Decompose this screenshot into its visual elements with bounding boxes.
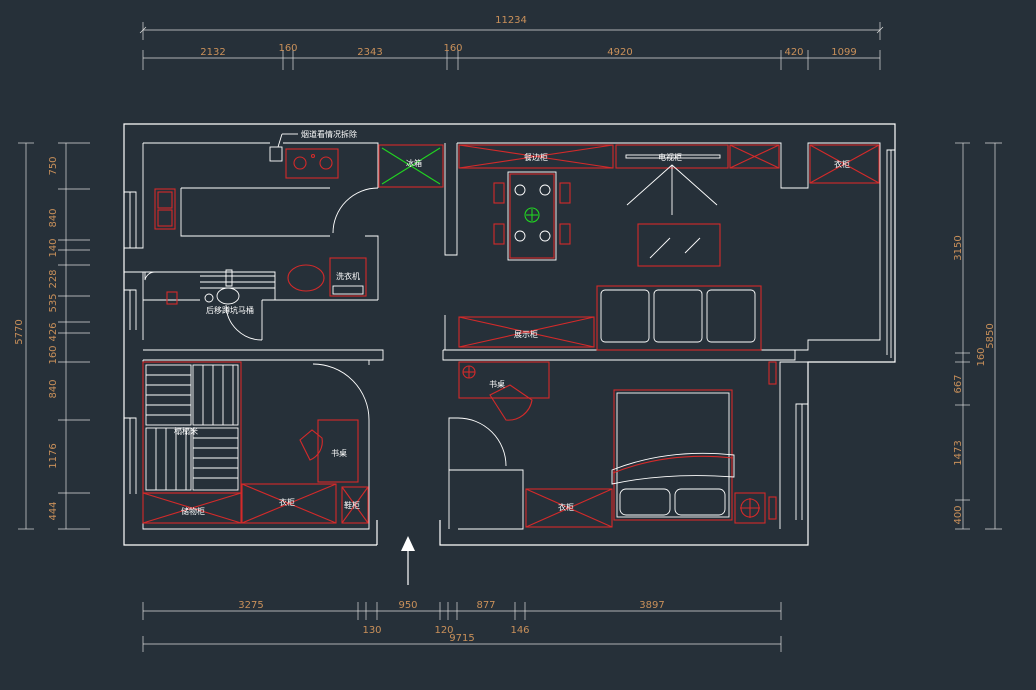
coffee-table [637,223,721,267]
toilet-note: 后移蹲坑马桶 [206,305,254,315]
dim-left-seg-1: 750 [48,156,59,175]
desk-right-box [458,361,550,399]
dim-top-seg-1: 2132 [200,47,225,58]
shoe-cabinet-box [341,486,369,524]
washer-box [329,257,367,297]
dim-right-seg-5: 400 [953,505,964,524]
dim-right-seg-4: 1473 [953,440,964,465]
dimension-lines [18,22,1002,652]
flue-note: 烟道看情况拆除 [301,129,357,139]
bathroom-basin [287,264,325,292]
desk-left-box [317,419,359,483]
storage-cabinet-label: 储物柜 [181,506,205,516]
room-labels: 烟道看情况拆除 冰箱 餐边柜 电视柜 衣柜 洗衣机 后移蹲坑马桶 展示柜 书桌 … [174,129,850,516]
dining-table [507,171,557,261]
dim-left-seg-3: 140 [48,238,59,257]
dim-bottom-seg-4: 3897 [639,600,664,611]
dim-top-seg-3: 2343 [357,47,382,58]
sofa [596,285,762,351]
stove [285,148,339,179]
dim-right-total: 5850 [985,323,996,348]
wardrobe-top-right-box [809,144,880,184]
furniture [142,133,880,585]
dim-bottom-small-1: 130 [362,625,381,636]
dim-right-seg-3: 667 [953,374,964,393]
tatami-label: 榻榻米 [174,426,198,436]
dim-left-seg-10: 444 [48,501,59,520]
wardrobe-bottom-box [525,488,613,528]
tv-cabinet-label: 电视柜 [658,152,682,162]
wardrobe-left-box [241,483,337,524]
fridge-box [378,144,444,188]
fridge-label: 冰箱 [406,158,422,168]
dim-left-seg-4: 228 [48,269,59,288]
dim-left-seg-8: 840 [48,379,59,398]
flue [269,146,283,162]
dim-left-seg-5: 535 [48,293,59,312]
dim-left-total: 5770 [14,319,25,344]
dim-top-seg-7: 1099 [831,47,856,58]
dim-left-seg-7: 160 [48,345,59,364]
dim-top-seg-6: 420 [784,47,803,58]
dim-left-seg-9: 1176 [48,443,59,468]
dim-bottom-total: 9715 [449,633,474,644]
dim-right-seg-1: 3150 [953,235,964,260]
dim-bottom-seg-1: 3275 [238,600,263,611]
dim-bottom-small-3: 146 [510,625,529,636]
wardrobe-top-right-label: 衣柜 [834,159,850,169]
shoe-cabinet-label: 鞋柜 [344,500,360,510]
display-cabinet-box [458,316,595,348]
dimension-texts: 11234 2132 160 2343 160 4920 420 1099 32… [14,15,996,644]
dim-bottom-seg-3: 877 [476,600,495,611]
dim-top-seg-4: 160 [443,43,462,54]
display-cabinet-label: 展示柜 [514,329,538,339]
wardrobe-bottom-label: 衣柜 [558,502,574,512]
dim-right-seg-2: 160 [976,347,987,366]
wardrobe-left-label: 衣柜 [279,497,295,507]
dim-bottom-seg-2: 950 [398,600,417,611]
dim-top-total: 11234 [495,15,527,26]
nightstand [734,492,766,524]
kitchen-sink [154,188,176,230]
washer-label: 洗衣机 [336,271,360,281]
dim-left-seg-2: 840 [48,208,59,227]
dim-top-seg-5: 4920 [607,47,632,58]
dim-top-seg-2: 160 [278,43,297,54]
floor-drain [166,291,178,305]
storage-cabinet-box [142,492,242,524]
dim-bottom-small-2: 120 [434,625,453,636]
desk-right-label: 书桌 [489,379,505,389]
dim-left-seg-6: 426 [48,322,59,341]
dining-cabinet-label: 餐边柜 [524,152,548,162]
walls [123,123,896,546]
desk-left-label: 书桌 [331,448,347,458]
dining-cabinet-box [458,144,614,169]
